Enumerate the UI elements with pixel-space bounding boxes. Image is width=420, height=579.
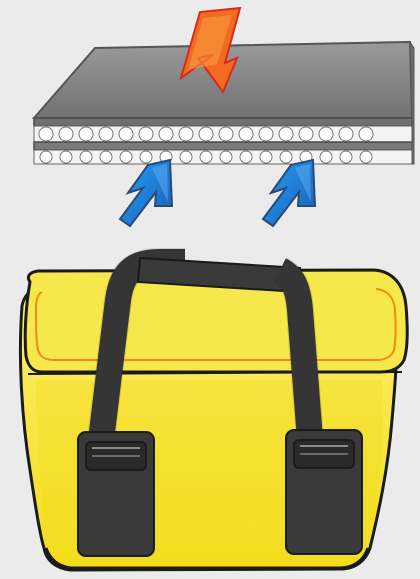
cooler-bag-icon xyxy=(20,258,407,570)
arrow-down-left-icon xyxy=(263,160,315,226)
left-strap-pad xyxy=(78,432,154,556)
arrow-down-left-icon xyxy=(120,160,172,226)
right-strap-pad xyxy=(286,430,362,554)
